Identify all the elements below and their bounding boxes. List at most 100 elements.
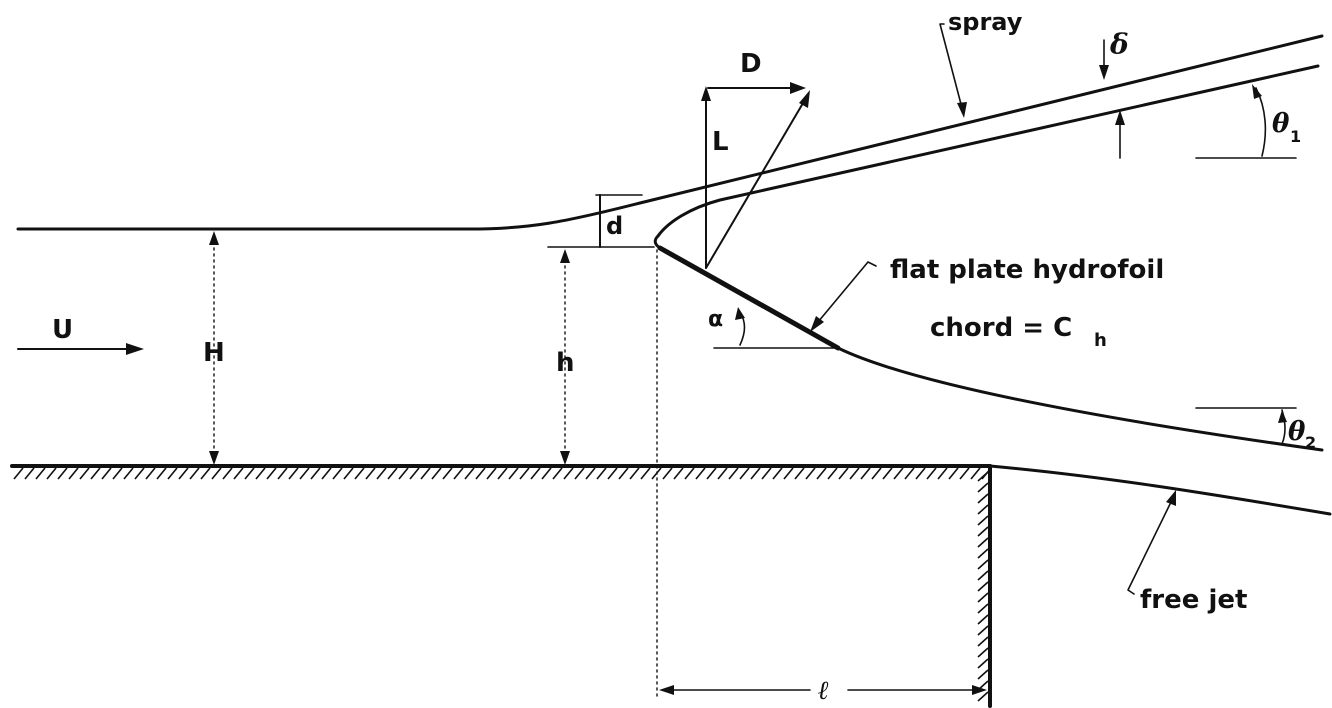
floor-hatch-mark	[717, 467, 728, 480]
floor-hatch-mark	[728, 467, 739, 480]
H-label: H	[203, 338, 225, 368]
h-arrow-bottom	[560, 451, 570, 465]
wall-hatch-mark	[977, 515, 989, 526]
floor-hatch-mark	[629, 467, 640, 480]
wall-hatch-mark	[977, 493, 989, 504]
floor-hatch-mark	[695, 467, 706, 480]
wall-hatch-mark	[977, 647, 989, 658]
U-label: U	[52, 315, 73, 345]
L-label: L	[712, 127, 729, 157]
floor-hatch-mark	[145, 467, 156, 480]
ell-label: ℓ	[818, 676, 829, 706]
floor-hatch-mark	[123, 467, 134, 480]
upstream-free-surface	[16, 34, 1324, 231]
drag-arrow	[790, 82, 806, 94]
floor-hatch-mark	[24, 467, 35, 480]
floor-hatch-mark	[926, 467, 937, 480]
floor-hatch-mark	[497, 467, 508, 480]
ell-arrow-right	[972, 685, 987, 695]
floor-hatch-mark	[189, 467, 200, 480]
floor-hatch-mark	[761, 467, 772, 480]
theta1-label: θ	[1272, 109, 1290, 139]
floor-hatch-mark	[35, 467, 46, 480]
floor-hatch-mark	[530, 467, 541, 480]
H-arrow-top	[209, 231, 219, 245]
floor-hatch-mark	[244, 467, 255, 480]
floor-hatch-mark	[13, 467, 24, 480]
wall-hatch-mark	[977, 658, 989, 669]
spray-lower-surface	[656, 64, 1320, 238]
free-jet-leader	[1127, 499, 1173, 595]
floor-hatch-mark	[827, 467, 838, 480]
wall-hatch-mark	[977, 625, 989, 636]
wall-hatch-mark	[977, 482, 989, 493]
wall-hatch-mark	[977, 537, 989, 548]
floor-hatch-mark	[222, 467, 233, 480]
wall-hatching	[977, 471, 989, 702]
floor-hatch-mark	[101, 467, 112, 480]
floor-hatch-mark	[486, 467, 497, 480]
ell-arrow-left	[659, 685, 674, 695]
floor-hatch-mark	[541, 467, 552, 480]
floor-hatch-mark	[860, 467, 871, 480]
floor-hatch-mark	[662, 467, 673, 480]
floor-hatch-mark	[442, 467, 453, 480]
floor-hatch-mark	[156, 467, 167, 480]
wall-hatch-mark	[977, 504, 989, 515]
D-label: D	[740, 49, 762, 79]
floor-hatch-mark	[640, 467, 651, 480]
alpha-arrow	[735, 307, 745, 320]
d-label: d	[606, 212, 623, 240]
floor-hatch-mark	[277, 467, 288, 480]
free-jet-label: free jet	[1140, 585, 1247, 615]
floor-hatch-mark	[519, 467, 530, 480]
floor-hatch-mark	[574, 467, 585, 480]
spray-leader-arrow	[957, 102, 967, 118]
floor-hatch-mark	[453, 467, 464, 480]
floor-hatch-mark	[475, 467, 486, 480]
h-arrow-top	[560, 249, 570, 263]
floor-hatch-mark	[673, 467, 684, 480]
floor-hatch-mark	[893, 467, 904, 480]
theta2-subscript: 2	[1305, 433, 1316, 452]
floor-hatch-mark	[706, 467, 717, 480]
free-jet-lower-surface	[988, 464, 1332, 516]
floor-hatch-mark	[387, 467, 398, 480]
floor-hatch-mark	[409, 467, 420, 480]
H-arrow-bottom	[209, 451, 219, 465]
floor-hatch-mark	[288, 467, 299, 480]
floor-hatch-mark	[233, 467, 244, 480]
floor-hatch-mark	[200, 467, 211, 480]
wall-hatch-mark	[977, 471, 989, 482]
floor-hatching	[13, 467, 992, 480]
floor-hatch-mark	[431, 467, 442, 480]
floor-hatch-mark	[266, 467, 277, 480]
floor-hatch-mark	[607, 467, 618, 480]
resultant-arrow	[799, 90, 810, 108]
h-label: h	[556, 348, 575, 378]
floor-hatch-mark	[46, 467, 57, 480]
floor-hatch-mark	[134, 467, 145, 480]
alpha-label: α	[708, 307, 723, 332]
floor-hatch-mark	[398, 467, 409, 480]
spray-label: spray	[948, 8, 1023, 36]
floor-hatch-mark	[376, 467, 387, 480]
floor-hatch-mark	[772, 467, 783, 480]
floor-hatch-mark	[211, 467, 222, 480]
floor-hatch-mark	[816, 467, 827, 480]
hydrofoil-leader	[817, 261, 877, 323]
floor-hatch-mark	[970, 467, 981, 480]
floor-hatch-mark	[255, 467, 266, 480]
wall-hatch-mark	[977, 559, 989, 570]
floor-hatch-mark	[354, 467, 365, 480]
delta-label: δ	[1109, 28, 1129, 61]
theta1-arc	[1255, 87, 1267, 157]
floor-hatch-mark	[167, 467, 178, 480]
free-jet-leader-arrow	[1166, 490, 1176, 506]
wall-hatch-mark	[977, 526, 989, 537]
floor-hatch-mark	[805, 467, 816, 480]
flat-plate-hydrofoil	[657, 245, 841, 351]
floor-hatch-mark	[299, 467, 310, 480]
floor-hatch-mark	[79, 467, 90, 480]
